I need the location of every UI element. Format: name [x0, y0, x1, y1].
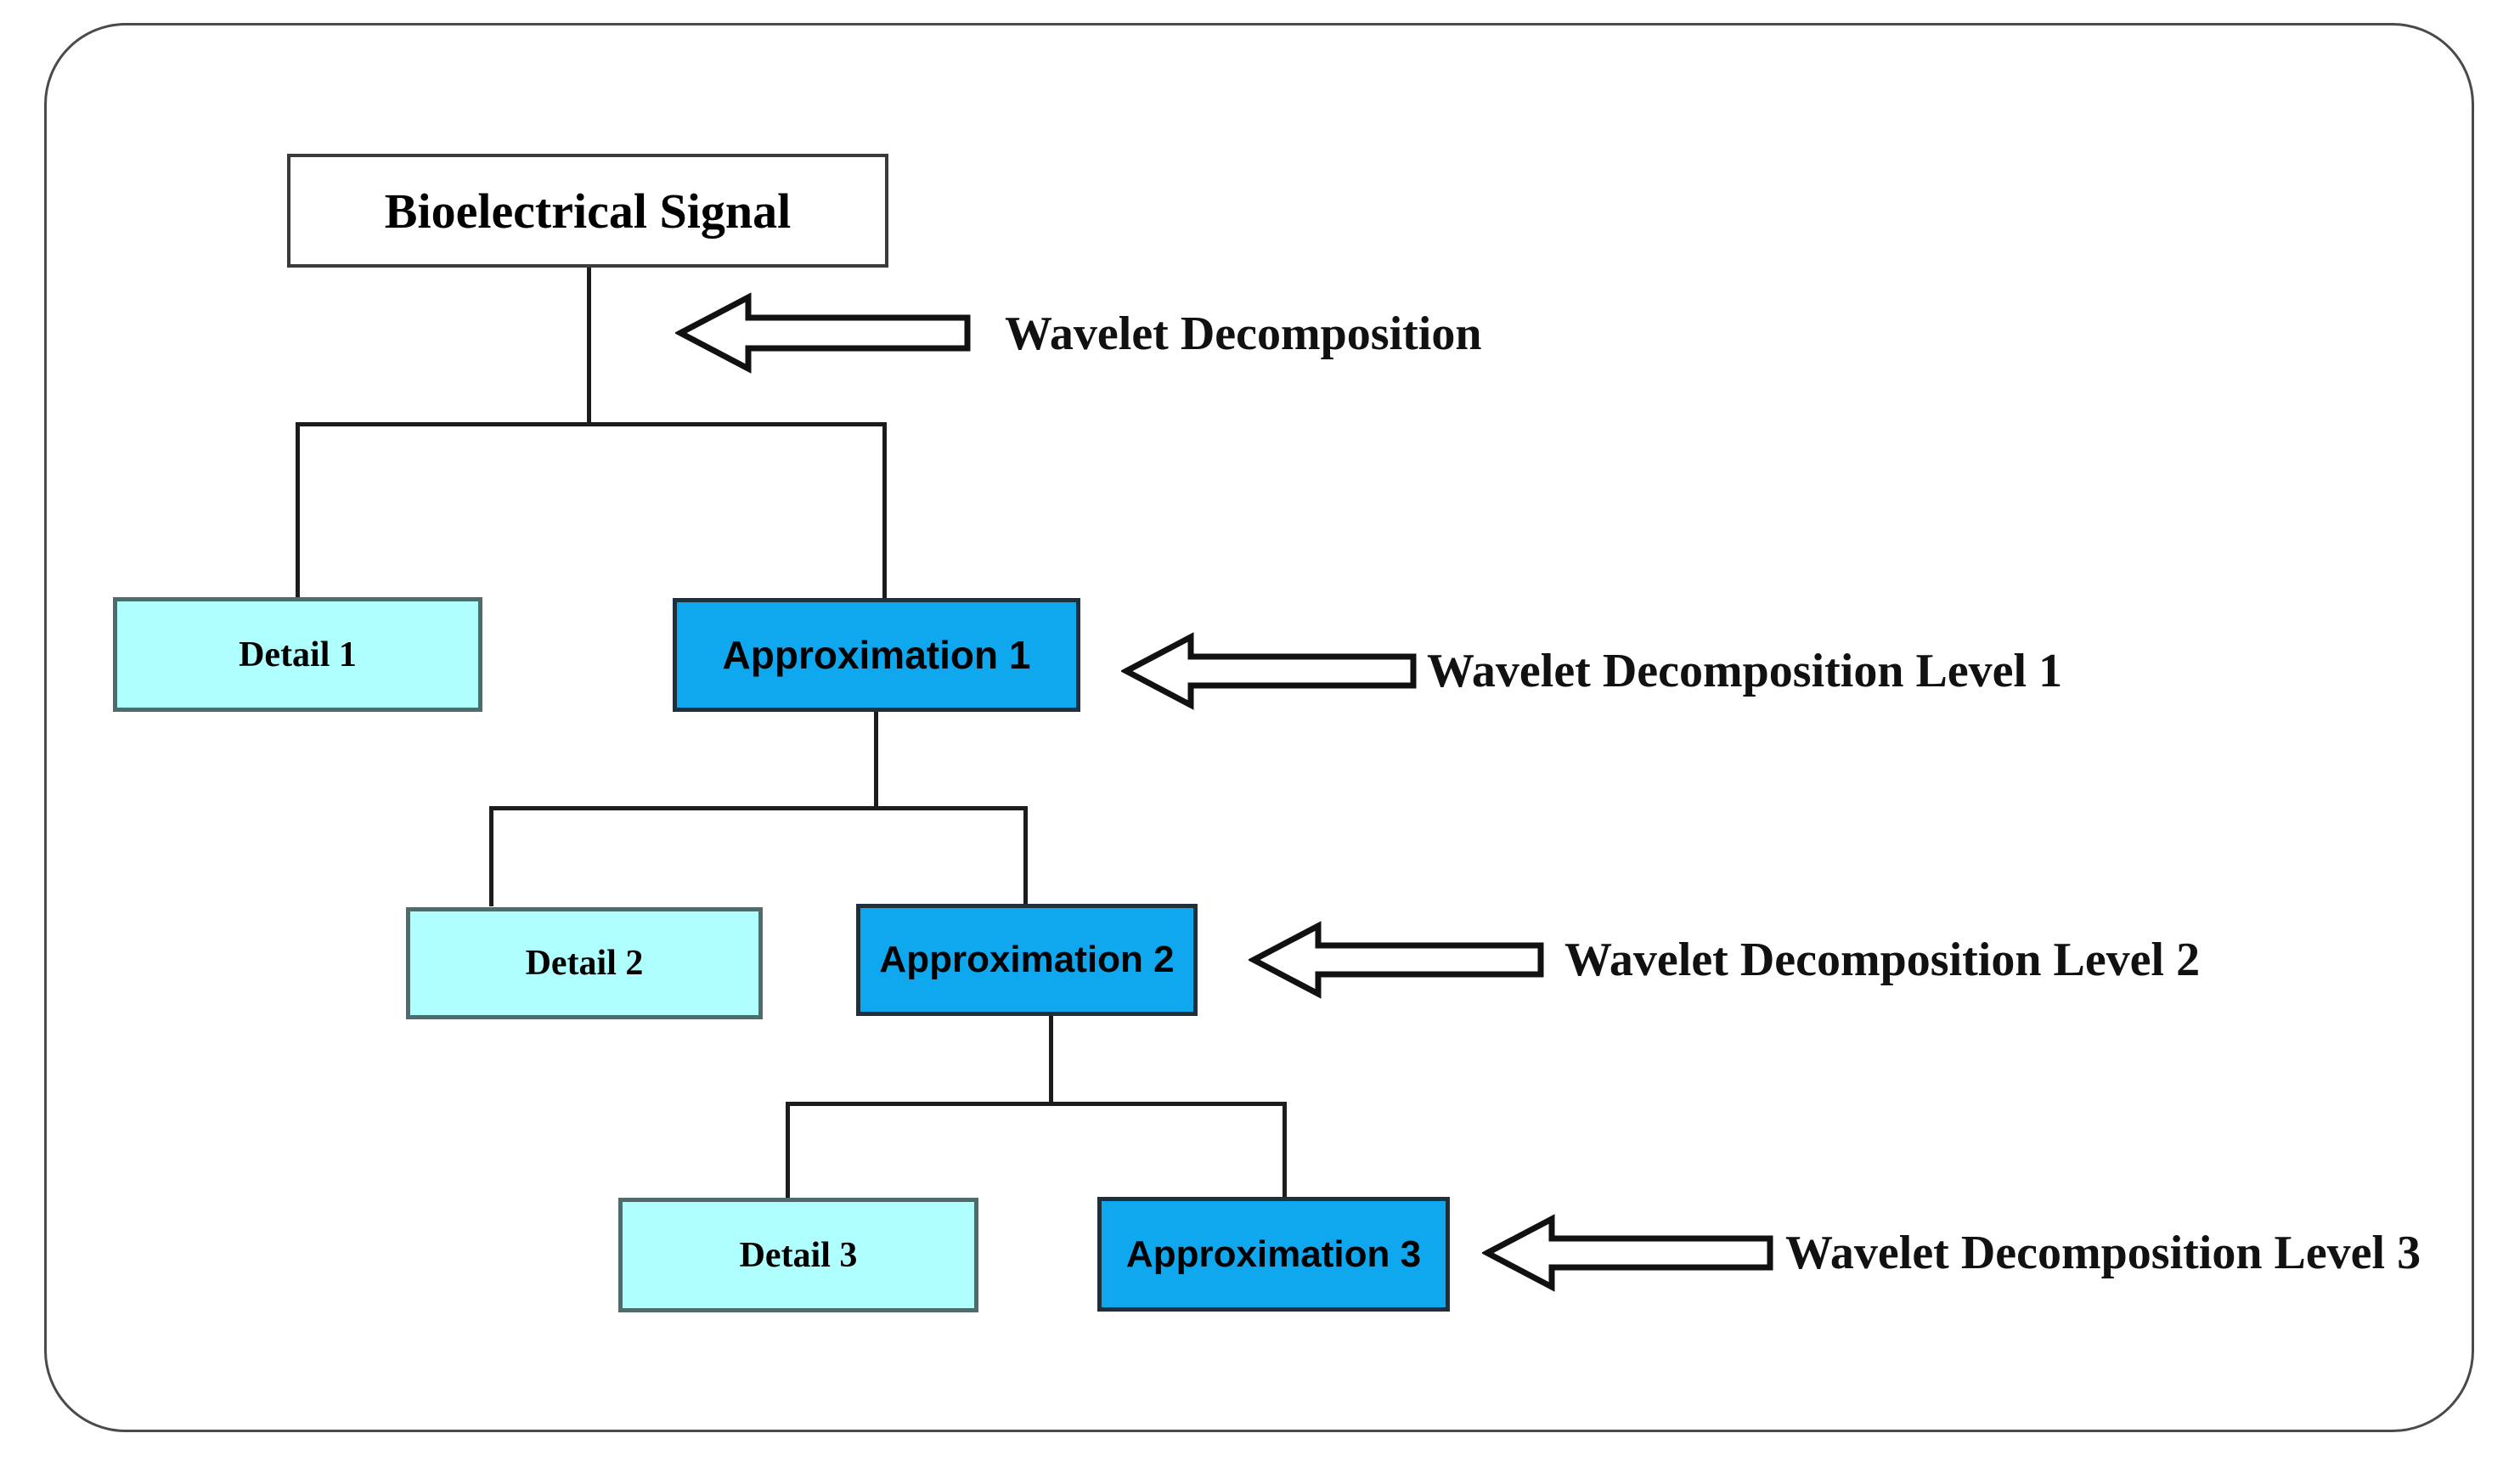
connector-approx2-stem [1049, 1016, 1053, 1104]
left-block-arrow-icon [675, 292, 971, 374]
callout-label: Wavelet Decomposition Level 1 [1427, 645, 2063, 697]
rounded-border-frame [44, 23, 2474, 1432]
node-detail-1[interactable]: Detail 1 [113, 597, 482, 712]
connector-level2-right-leg [1023, 806, 1028, 906]
node-label: Detail 1 [239, 635, 357, 674]
node-approximation-1[interactable]: Approximation 1 [673, 598, 1080, 712]
connector-level3-right-leg [1283, 1102, 1287, 1200]
connector-level1-bar [296, 422, 887, 426]
connector-level3-bar [786, 1102, 1287, 1106]
callout-wavelet-decomposition: Wavelet Decomposition [675, 289, 1481, 378]
left-block-arrow-icon [1121, 632, 1417, 710]
callout-label: Wavelet Decomposition Level 3 [1785, 1227, 2421, 1279]
callout-wavelet-decomposition-level-3: Wavelet Decomposition Level 3 [1482, 1210, 2421, 1295]
callout-wavelet-decomposition-level-2: Wavelet Decomposition Level 2 [1249, 917, 2200, 1002]
callout-label: Wavelet Decomposition Level 2 [1564, 934, 2201, 986]
node-label: Detail 2 [525, 944, 644, 983]
left-block-arrow-icon [1482, 1214, 1773, 1292]
connector-level2-bar [489, 806, 878, 810]
node-label: Bioelectrical Signal [384, 183, 792, 239]
callout-label: Wavelet Decomposition [1005, 307, 1482, 360]
connector-root-stem [587, 268, 591, 425]
left-block-arrow-icon [1249, 921, 1544, 999]
connector-level1-right-leg [882, 422, 887, 599]
node-label: Approximation 2 [879, 939, 1175, 980]
connector-level3-left-leg [786, 1102, 790, 1200]
node-bioelectrical-signal[interactable]: Bioelectrical Signal [287, 154, 888, 268]
node-label: Approximation 1 [722, 633, 1031, 677]
node-detail-2[interactable]: Detail 2 [406, 907, 763, 1019]
node-detail-3[interactable]: Detail 3 [618, 1198, 978, 1312]
node-label: Detail 3 [739, 1235, 858, 1275]
node-label: Approximation 3 [1125, 1233, 1422, 1275]
connector-approx1-stem [874, 712, 878, 809]
node-approximation-3[interactable]: Approximation 3 [1097, 1197, 1450, 1312]
connector-level2-bar-right [874, 806, 1028, 810]
node-approximation-2[interactable]: Approximation 2 [856, 904, 1198, 1016]
connector-level2-left-leg [489, 806, 493, 906]
connector-level1-left-leg [296, 422, 300, 599]
callout-wavelet-decomposition-level-1: Wavelet Decomposition Level 1 [1121, 629, 2062, 714]
